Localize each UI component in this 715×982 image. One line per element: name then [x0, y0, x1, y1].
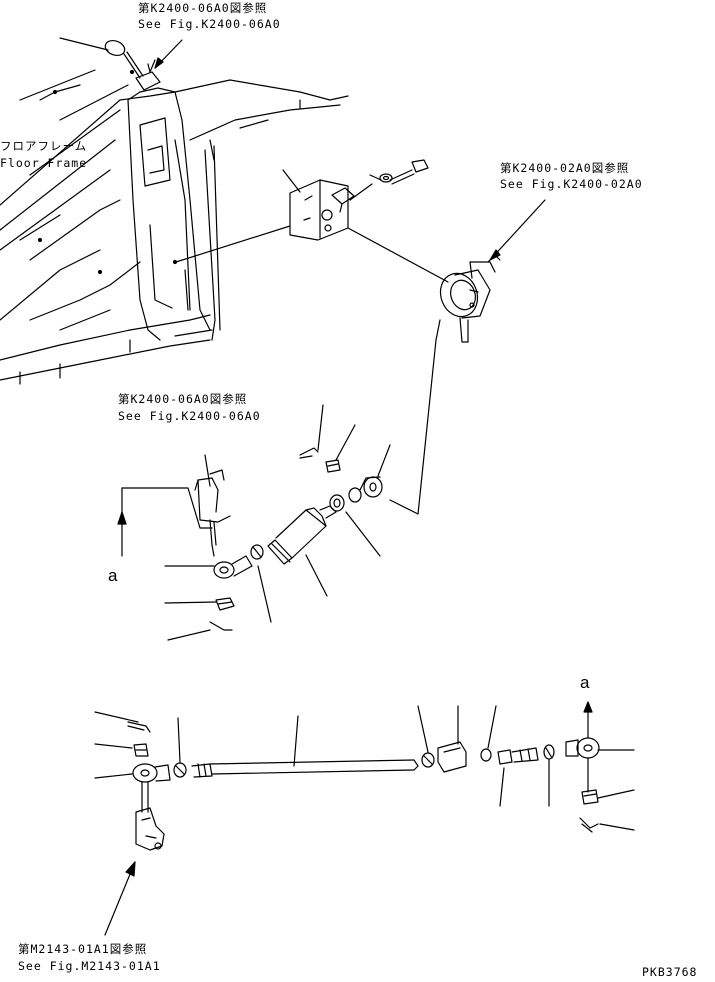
- bottom-reference-jp: 第M2143-01A1図参照: [18, 942, 148, 956]
- top-ref-arrowhead: [155, 58, 163, 68]
- floor-frame-label-en: Floor Frame: [0, 156, 88, 170]
- bracket-assembly: [176, 160, 428, 262]
- actuator-assembly: [348, 200, 545, 514]
- bottom-reference-en: See Fig.M2143-01A1: [18, 959, 161, 973]
- bottom-rod-assembly: [95, 702, 634, 935]
- mid-reference-en: See Fig.K2400-06A0: [118, 409, 261, 423]
- control-knob-top: [103, 38, 160, 90]
- top-reference-en: See Fig.K2400-06A0: [138, 17, 281, 31]
- drawing-code: PKB3768: [642, 965, 698, 979]
- mid-reference-jp: 第K2400-06A0図参照: [118, 392, 248, 406]
- right-reference-en: See Fig.K2400-02A0: [500, 177, 643, 191]
- connection-mark-right: a: [580, 673, 590, 692]
- right-reference-jp: 第K2400-02A0図参照: [500, 161, 630, 175]
- floor-frame-drawing: [0, 38, 348, 384]
- top-reference-jp: 第K2400-06A0図参照: [138, 1, 268, 15]
- middle-linkage: [118, 405, 390, 640]
- connection-mark-left: a: [108, 566, 118, 585]
- floor-frame-label-jp: フロアフレーム: [0, 139, 88, 153]
